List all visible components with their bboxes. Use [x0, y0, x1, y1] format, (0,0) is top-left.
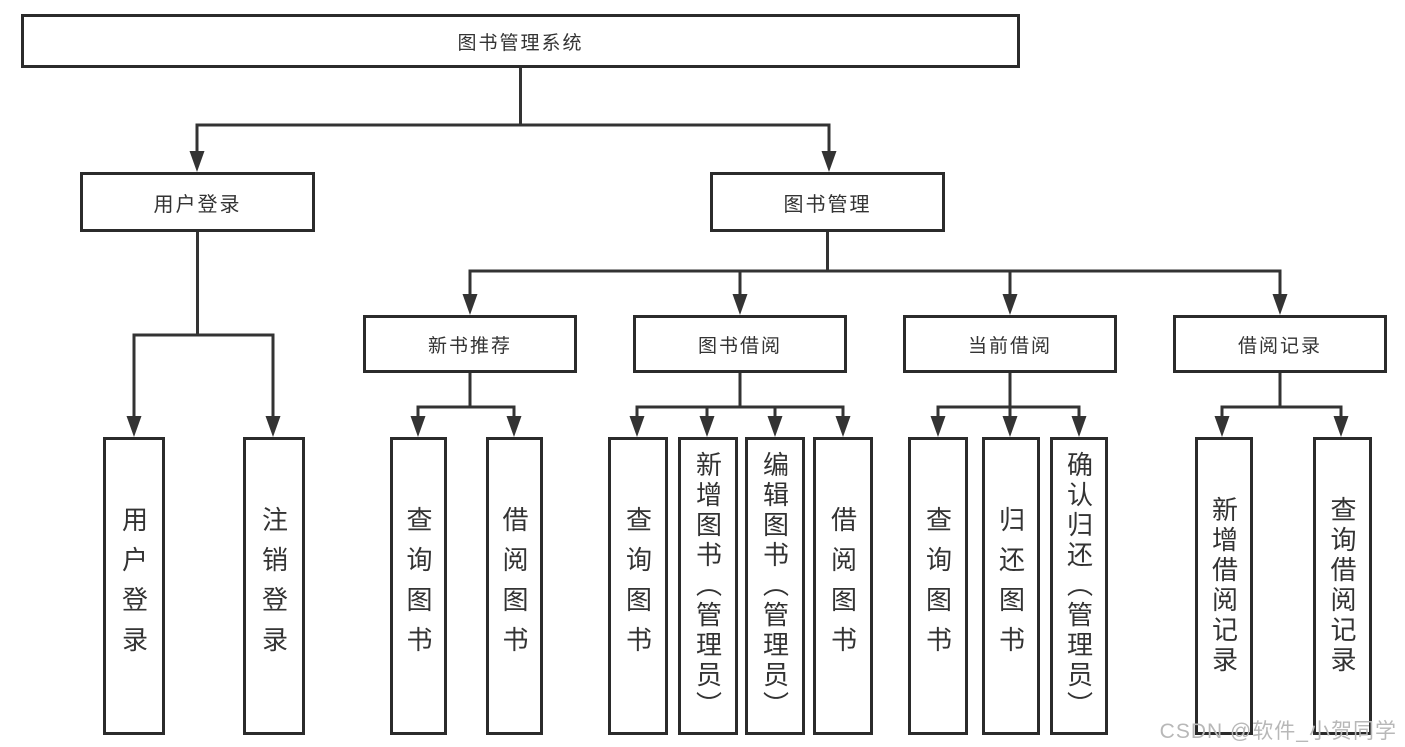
arrowhead-icon	[629, 416, 645, 437]
csdn-watermark: CSDN @软件_小贺同学	[1159, 720, 1397, 743]
leaf-return-books: 归还图书	[982, 437, 1040, 735]
leaf-query-books-1: 查询图书	[390, 437, 447, 735]
arrowhead-icon	[265, 416, 281, 437]
arrowhead-icon	[767, 416, 783, 437]
leaf-user-login: 用户登录	[103, 437, 165, 735]
leaf-confirm-return-admin: 确认归还（管理员）	[1050, 437, 1108, 735]
arrowhead-icon	[732, 294, 748, 315]
arrowhead-icon	[1333, 416, 1349, 437]
leaf-label: 查询图书	[622, 506, 653, 666]
arrowhead-icon	[821, 151, 837, 172]
leaf-label: 查询图书	[403, 506, 433, 666]
arrowhead-icon	[126, 416, 142, 437]
leaf-label: 用户登录	[118, 506, 149, 666]
arrowhead-icon	[835, 416, 851, 437]
leaf-label: 查询借阅记录	[1327, 496, 1357, 676]
node-current-borrow: 当前借阅	[903, 315, 1117, 373]
leaf-label: 借阅图书	[499, 506, 529, 666]
leaf-query-books-2: 查询图书	[608, 437, 668, 735]
arrowhead-icon	[1214, 416, 1230, 437]
leaf-label: 查询图书	[922, 506, 953, 666]
node-root: 图书管理系统	[21, 14, 1020, 68]
leaf-query-borrow-record: 查询借阅记录	[1313, 437, 1372, 735]
leaf-add-borrow-record: 新增借阅记录	[1195, 437, 1253, 735]
node-user-login: 用户登录	[80, 172, 315, 232]
leaf-edit-book-admin: 编辑图书（管理员）	[745, 437, 805, 735]
arrowhead-icon	[1272, 294, 1288, 315]
leaf-label: 归还图书	[995, 506, 1026, 666]
node-book-borrow: 图书借阅	[633, 315, 847, 373]
arrowhead-icon	[506, 416, 522, 437]
leaf-label: 借阅图书	[827, 506, 858, 666]
leaf-logout: 注销登录	[243, 437, 305, 735]
leaf-label: 新增借阅记录	[1208, 496, 1239, 676]
connector-arrowheads	[126, 151, 1349, 437]
arrowhead-icon	[1071, 416, 1087, 437]
arrowhead-icon	[410, 416, 426, 437]
arrowhead-icon	[462, 294, 478, 315]
leaf-label: 编辑图书（管理员）	[759, 451, 790, 721]
arrowhead-icon	[699, 416, 715, 437]
arrowhead-icon	[1002, 294, 1018, 315]
leaf-query-books-3: 查询图书	[908, 437, 968, 735]
leaf-borrow-books-2: 借阅图书	[813, 437, 873, 735]
leaf-borrow-books-1: 借阅图书	[486, 437, 543, 735]
leaf-add-book-admin: 新增图书（管理员）	[678, 437, 738, 735]
node-new-book-recommend: 新书推荐	[363, 315, 577, 373]
arrowhead-icon	[930, 416, 946, 437]
node-borrow-records: 借阅记录	[1173, 315, 1387, 373]
leaf-label: 确认归还（管理员）	[1063, 451, 1094, 721]
leaf-label: 注销登录	[258, 506, 289, 666]
node-book-management: 图书管理	[710, 172, 945, 232]
leaf-label: 新增图书（管理员）	[692, 451, 723, 721]
arrowhead-icon	[1002, 416, 1018, 437]
arrowhead-icon	[189, 151, 205, 172]
